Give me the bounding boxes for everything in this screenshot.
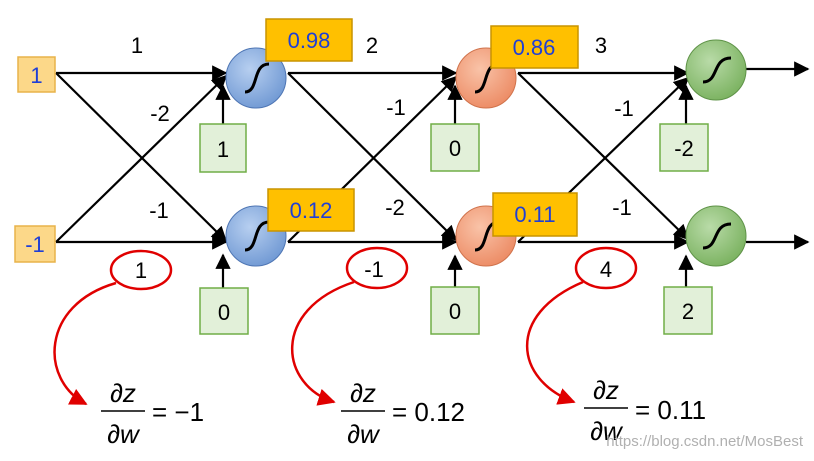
- bias-box: 2: [663, 286, 713, 335]
- edge-in1-n12: [55, 72, 228, 243]
- neuron-l1-top: [225, 47, 287, 109]
- formula-numerator: ∂z: [350, 378, 376, 408]
- weight-labels: 1 -2 -1 1 2 -1 -2 -1 3 -1 -1 4: [131, 33, 634, 283]
- red-arrow: [290, 280, 355, 406]
- highlight-circle: [574, 246, 638, 290]
- weight-label: 1: [131, 33, 143, 58]
- neuron-l3-top: [685, 39, 747, 101]
- formula-denominator: ∂w: [107, 419, 141, 449]
- neurons: [225, 39, 747, 267]
- activation-value: 0.86: [513, 35, 556, 60]
- derivative-formula-1: ∂z ∂w = −1: [101, 378, 204, 449]
- bias-box: 0: [199, 287, 249, 335]
- red-arrow: [53, 281, 117, 406]
- activation-box: 0.11: [492, 192, 578, 237]
- weight-label: -1: [612, 195, 632, 220]
- red-arrows: [53, 280, 584, 406]
- weight-label: -1: [364, 257, 384, 282]
- activation-boxes: 0.98 0.12 0.86 0.11: [265, 18, 579, 237]
- input-value-1: 1: [30, 63, 42, 88]
- highlight-circle: [345, 246, 409, 290]
- weight-label: 3: [595, 33, 607, 58]
- activation-box: 0.86: [490, 25, 579, 69]
- weight-label: -2: [150, 101, 170, 126]
- weight-label: -1: [149, 198, 169, 223]
- input-node-1: 1: [17, 56, 56, 93]
- highlight-circles: [109, 246, 638, 291]
- weight-label: -1: [614, 96, 634, 121]
- activation-value: 0.11: [514, 202, 555, 227]
- formula-denominator: ∂w: [347, 419, 381, 449]
- edge-in2-n11: [55, 74, 228, 243]
- formula-value: = 0.12: [392, 397, 465, 427]
- weight-label: -1: [386, 95, 406, 120]
- bias-box: -2: [659, 123, 709, 172]
- highlight-circle: [109, 249, 173, 291]
- weight-label: 1: [135, 258, 147, 283]
- activation-box: 0.98: [265, 18, 353, 62]
- bias-boxes: 1 0 0 0 -2 2: [199, 123, 713, 335]
- neuron-l3-bottom: [685, 205, 747, 267]
- bias-box: 0: [430, 123, 480, 172]
- activation-box: 0.12: [267, 188, 355, 232]
- bias-value: 2: [682, 299, 694, 324]
- weight-label: -2: [385, 195, 405, 220]
- input-value-2: -1: [25, 232, 45, 257]
- bias-value: -2: [674, 136, 694, 161]
- edge-n21-n32: [517, 72, 690, 241]
- edge-n11-n22: [287, 72, 458, 242]
- formula-numerator: ∂z: [110, 378, 136, 408]
- derivative-formula-2: ∂z ∂w = 0.12: [341, 378, 465, 449]
- bias-box: 1: [199, 123, 247, 173]
- activation-value: 0.12: [290, 198, 333, 223]
- weight-label: 4: [600, 257, 612, 282]
- bias-box: 0: [430, 286, 480, 335]
- formula-value: = 0.11: [635, 395, 706, 425]
- formula-numerator: ∂z: [593, 375, 619, 405]
- watermark: https://blog.csdn.net/MosBest: [606, 433, 804, 450]
- formula-value: = −1: [152, 397, 204, 427]
- derivative-formula-3: ∂z ∂w = 0.11: [584, 375, 706, 446]
- input-node-2: -1: [14, 225, 56, 263]
- red-arrow: [526, 280, 584, 405]
- bias-value: 1: [217, 137, 229, 162]
- bias-value: 0: [218, 300, 230, 325]
- activation-value: 0.98: [288, 28, 331, 53]
- bias-value: 0: [449, 136, 461, 161]
- weight-label: 2: [366, 33, 378, 58]
- formula-denominator: ∂w: [590, 416, 624, 446]
- bias-value: 0: [449, 299, 461, 324]
